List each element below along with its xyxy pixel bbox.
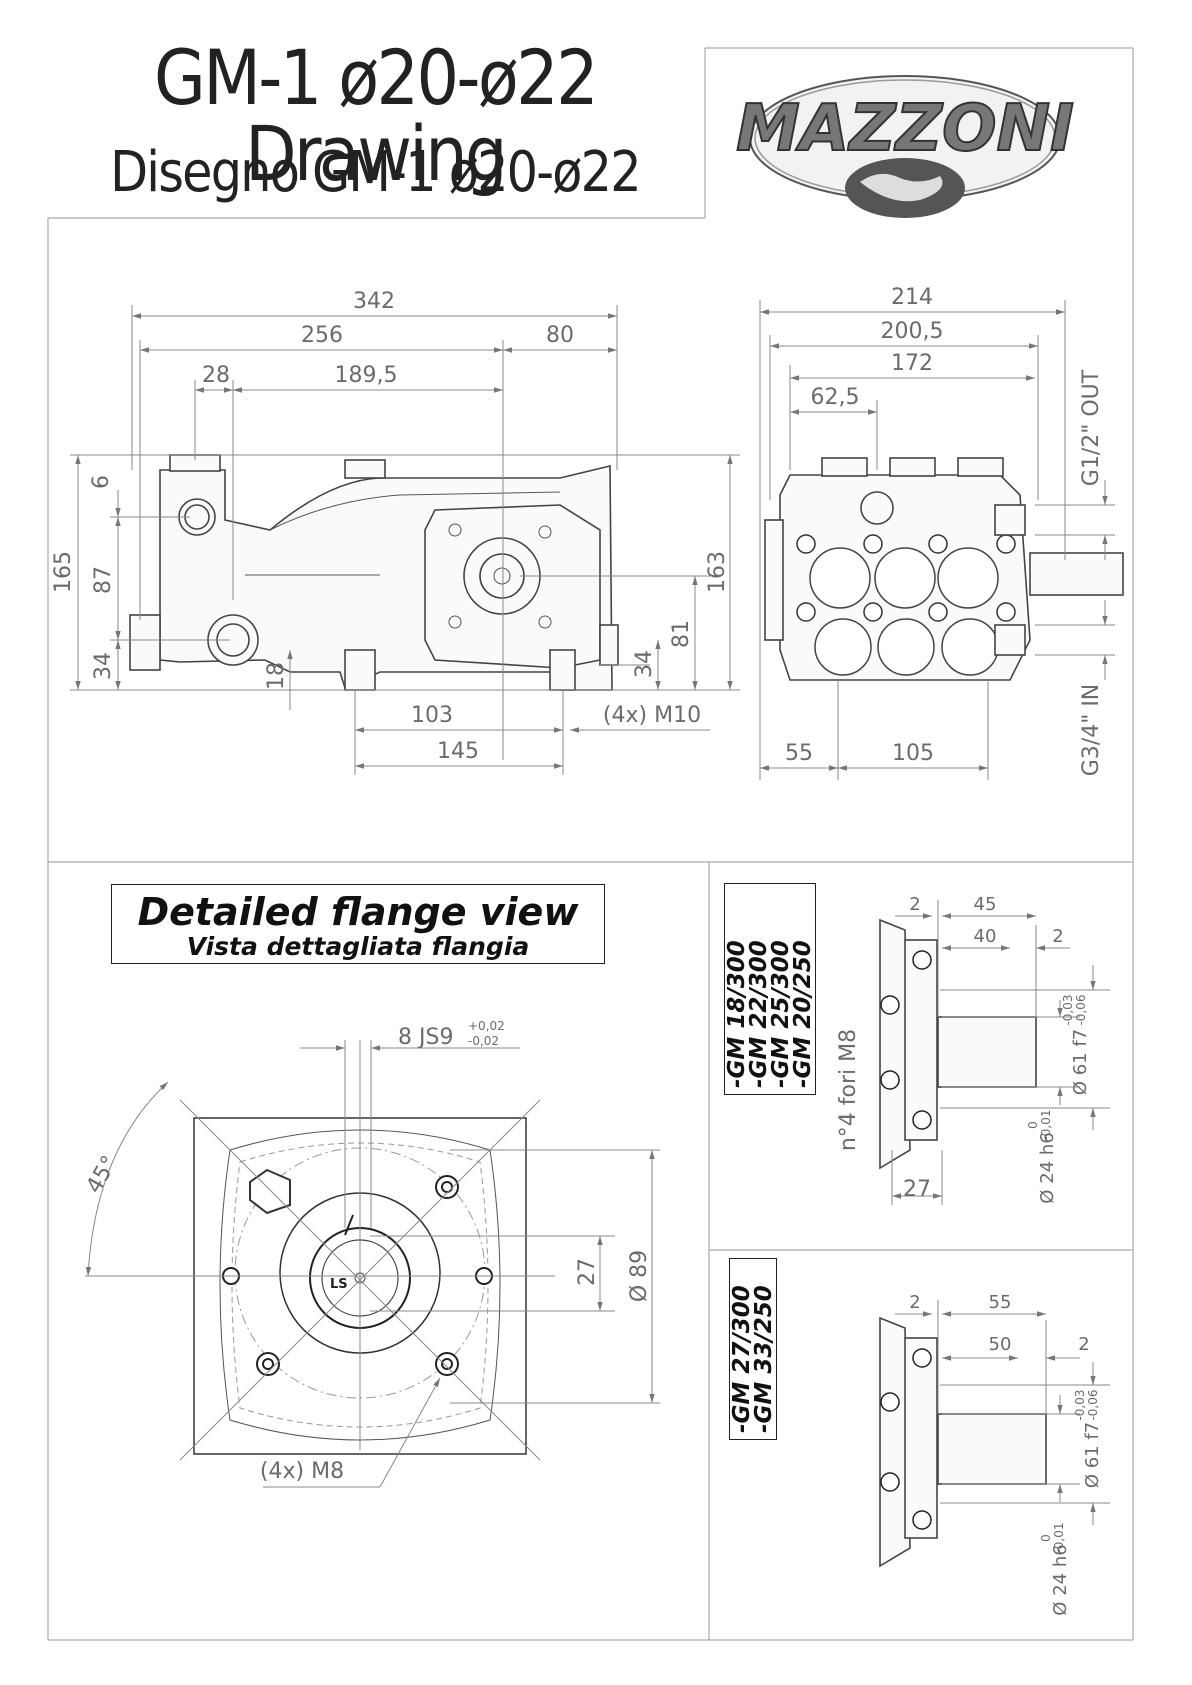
model-item: -GM 27/300: [729, 1285, 755, 1433]
svg-text:80: 80: [546, 323, 574, 348]
svg-text:(4x) M8: (4x) M8: [260, 1459, 344, 1484]
svg-text:189,5: 189,5: [335, 363, 398, 388]
svg-text:40: 40: [974, 926, 997, 947]
svg-text:27: 27: [575, 1258, 600, 1286]
page-subtitle: Disegno GM-1 ø20-ø22: [110, 140, 642, 205]
svg-text:Ø 61 f7: Ø 61 f7: [1082, 1422, 1103, 1488]
svg-text:6: 6: [89, 475, 114, 489]
svg-text:27: 27: [903, 1177, 931, 1202]
svg-text:34: 34: [632, 650, 657, 678]
svg-text:50: 50: [989, 1334, 1012, 1355]
svg-text:214: 214: [891, 285, 933, 310]
svg-text:0: 0: [1039, 1534, 1053, 1542]
svg-text:-0,01: -0,01: [1052, 1522, 1066, 1553]
svg-text:342: 342: [353, 289, 395, 314]
svg-text:+0,02: +0,02: [468, 1019, 505, 1033]
drawing-frame: [47, 47, 1134, 1641]
svg-text:200,5: 200,5: [881, 319, 944, 344]
flange-title-box: Detailed flange view Vista dettagliata f…: [111, 884, 605, 964]
model-item: -GM 18/300: [724, 940, 750, 1088]
svg-text:Ø 89: Ø 89: [627, 1250, 652, 1302]
model-item: -GM 22/300: [746, 940, 772, 1088]
svg-text:55: 55: [989, 1292, 1012, 1313]
svg-text:103: 103: [411, 703, 453, 728]
svg-text:2: 2: [1078, 1334, 1089, 1355]
mazzoni-logo: MAZZONI: [735, 75, 1075, 218]
svg-text:-0,02: -0,02: [468, 1034, 499, 1048]
flange-subtitle: Vista dettagliata flangia: [186, 932, 530, 961]
svg-text:45°: 45°: [82, 1152, 123, 1198]
svg-text:105: 105: [892, 741, 934, 766]
svg-text:G3/4" IN: G3/4" IN: [1079, 684, 1104, 777]
svg-text:163: 163: [705, 551, 730, 593]
flange-view: LS 8 JS9: [82, 1019, 660, 1488]
svg-text:145: 145: [437, 739, 479, 764]
svg-text:45: 45: [974, 894, 997, 915]
svg-text:34: 34: [91, 652, 116, 680]
svg-text:18: 18: [264, 662, 289, 690]
model-item: -GM 20/250: [790, 940, 816, 1088]
models-label-b: -GM 27/300 -GM 33/250: [729, 1258, 777, 1440]
page-title: GM-1 ø20-ø22 Drawing: [154, 33, 599, 198]
svg-text:81: 81: [669, 620, 694, 648]
svg-text:2: 2: [909, 894, 920, 915]
svg-text:Ø 24 h6: Ø 24 h6: [1037, 1132, 1058, 1203]
svg-text:LS: LS: [330, 1277, 348, 1292]
svg-text:(4x) M10: (4x) M10: [603, 703, 701, 728]
model-item: -GM 25/300: [768, 940, 794, 1088]
svg-text:Ø 61 f7: Ø 61 f7: [1070, 1029, 1091, 1095]
svg-text:n°4 fori M8: n°4 fori M8: [836, 1029, 861, 1151]
svg-text:2: 2: [1052, 926, 1063, 947]
side-view: 342 256 80 28 189,5 6 165 87 34 18 163 8…: [51, 289, 740, 775]
svg-text:165: 165: [51, 551, 76, 593]
svg-text:28: 28: [202, 363, 230, 388]
svg-text:-0,03: -0,03: [1073, 1389, 1087, 1420]
svg-text:62,5: 62,5: [811, 385, 860, 410]
svg-text:256: 256: [301, 323, 343, 348]
svg-text:172: 172: [891, 351, 933, 376]
models-label-a: -GM 18/300 -GM 22/300 -GM 25/300 -GM 20/…: [724, 883, 816, 1095]
svg-text:-0,06: -0,06: [1086, 1389, 1100, 1420]
svg-text:-0,01: -0,01: [1039, 1109, 1053, 1140]
svg-text:Ø 24 h6: Ø 24 h6: [1050, 1544, 1071, 1615]
shaft-view-b: 2 55 50 2 Ø 24 h6 0 -0,01 Ø 61 f7 -0,03 …: [879, 1292, 1110, 1616]
logo-text: MAZZONI: [736, 92, 1074, 166]
svg-text:8 JS9: 8 JS9: [398, 1025, 453, 1050]
model-item: -GM 33/250: [751, 1285, 777, 1433]
svg-text:-0,03: -0,03: [1061, 994, 1075, 1025]
svg-text:0: 0: [1026, 1121, 1040, 1129]
flange-title: Detailed flange view: [137, 890, 579, 934]
svg-text:G1/2" OUT: G1/2" OUT: [1079, 369, 1104, 486]
shaft-view-a: 2 45 40 2 27 n°4 fori M8 Ø 24 h6 0 -0,01…: [836, 894, 1110, 1205]
svg-text:2: 2: [909, 1292, 920, 1313]
front-view: 214 200,5 172 62,5 55 105 G1/2" OUT G3/4…: [759, 285, 1124, 780]
svg-text:-0,06: -0,06: [1074, 994, 1088, 1025]
svg-text:87: 87: [91, 566, 116, 594]
svg-text:55: 55: [785, 741, 813, 766]
